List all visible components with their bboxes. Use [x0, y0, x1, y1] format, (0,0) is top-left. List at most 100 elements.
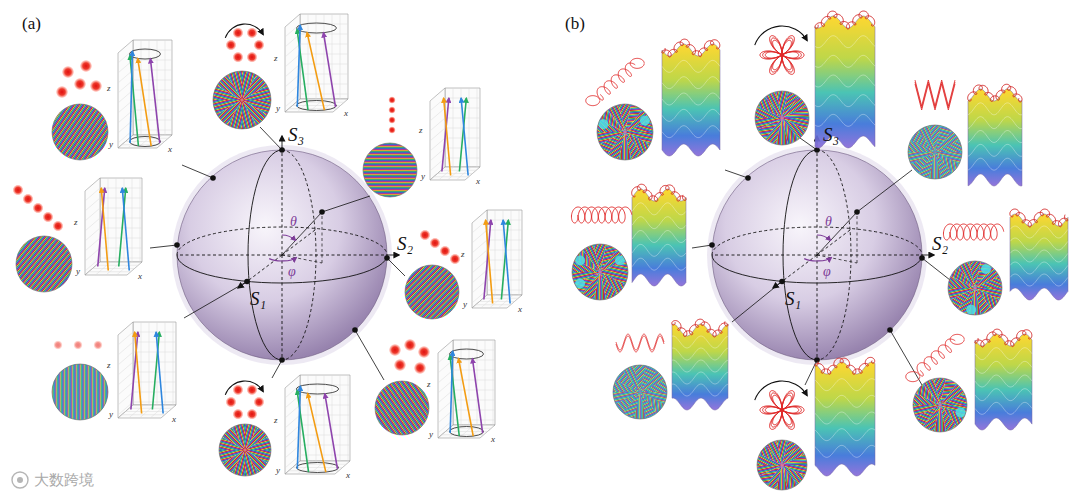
- trajectory: [760, 36, 804, 75]
- leader-line: [725, 170, 748, 178]
- axis-letter: z: [461, 249, 465, 259]
- state-dot: [709, 242, 715, 248]
- phase-disc: [52, 104, 108, 160]
- phase-disc: [757, 440, 807, 490]
- state-dot: [814, 357, 820, 363]
- leader-line: [322, 196, 370, 212]
- trajectory: [915, 84, 955, 110]
- state-dot: [174, 242, 180, 248]
- rotation-arrow: [225, 24, 263, 38]
- leader-line: [272, 360, 282, 378]
- beam-surface: [632, 184, 686, 286]
- intensity-spots: [12, 184, 63, 231]
- phase-disc: [16, 236, 72, 292]
- axis-letter: z: [419, 125, 423, 135]
- state-dot: [210, 175, 216, 181]
- stokes-axis-label: S₃: [288, 124, 304, 146]
- state-dot: [887, 327, 893, 333]
- axis-letter: x: [168, 144, 172, 154]
- axis-letter: y: [109, 409, 113, 419]
- trajectory: [597, 63, 635, 100]
- rotation-arrow: [755, 381, 807, 400]
- trajectory: [760, 391, 804, 430]
- axis-letter: z: [74, 217, 78, 227]
- trajectory: [630, 58, 644, 68]
- phase-disc: [913, 378, 967, 432]
- axis-letter: x: [344, 108, 348, 118]
- ray-box: [285, 14, 348, 112]
- trajectory: [943, 224, 1003, 240]
- axis-letter: x: [138, 271, 142, 281]
- intensity-spots: [225, 27, 264, 62]
- trajectory: [616, 336, 664, 352]
- axis-letter: y: [421, 171, 425, 181]
- axis-letter: x: [518, 304, 522, 314]
- phase-disc: [52, 364, 108, 420]
- phase-disc: [755, 91, 809, 145]
- phase-disc: [572, 244, 628, 300]
- trajectory: [765, 395, 798, 424]
- axis-letter: z: [427, 379, 431, 389]
- beam-surface: [1010, 209, 1068, 300]
- ray-box: [430, 88, 480, 180]
- phase-disc: [908, 125, 962, 179]
- beam-surface: [662, 39, 720, 156]
- intensity-spots: [419, 229, 460, 264]
- panel-letter: (b): [565, 14, 585, 34]
- axis-letter: z: [274, 415, 278, 425]
- leader-line: [150, 245, 177, 248]
- stokes-axis-label: S₁: [785, 288, 801, 310]
- leader-line: [800, 138, 817, 150]
- leader-line: [387, 258, 405, 276]
- angle-label: θ: [825, 214, 832, 230]
- phase-disc: [219, 424, 271, 476]
- ray-box: [85, 178, 142, 275]
- beam-surface: [968, 84, 1022, 186]
- state-dot: [745, 175, 751, 181]
- intensity-spots: [53, 340, 103, 350]
- state-dot: [919, 255, 925, 261]
- watermark-logo: [12, 472, 28, 488]
- intensity-spots: [225, 384, 264, 419]
- leader-line: [857, 170, 912, 212]
- state-dot: [384, 255, 390, 261]
- axis-letter: y: [276, 465, 280, 475]
- trajectory: [915, 80, 955, 106]
- intensity-spots: [56, 60, 103, 99]
- leader-line: [732, 282, 782, 323]
- axis-letter: y: [109, 139, 113, 149]
- phase-disc: [597, 104, 653, 160]
- axis-letter: z: [107, 83, 111, 93]
- ray-box: [438, 340, 495, 438]
- axis-letter: y: [276, 103, 280, 113]
- intensity-spots: [389, 339, 431, 375]
- trajectory: [763, 393, 802, 427]
- leader-line: [692, 245, 712, 248]
- axis-letter: z: [274, 53, 278, 63]
- angle-label: φ: [288, 264, 296, 280]
- state-dot: [279, 357, 285, 363]
- axis-letter: z: [107, 360, 111, 370]
- state-dot: [854, 209, 860, 215]
- beam-surface: [975, 329, 1032, 430]
- stokes-axis-label: S₂: [932, 233, 948, 255]
- phase-disc: [363, 143, 417, 197]
- state-dot: [279, 147, 285, 153]
- ray-box: [118, 40, 172, 148]
- axis-letter: y: [463, 299, 467, 309]
- panel-letter: (a): [22, 14, 41, 34]
- leader-line: [922, 258, 950, 280]
- beam-surface: [815, 11, 875, 148]
- beam-surface: [672, 319, 728, 410]
- trajectory: [765, 40, 798, 69]
- angle-label: θ: [290, 214, 297, 230]
- state-dot: [244, 279, 250, 285]
- axis-letter: y: [76, 266, 80, 276]
- axis-letter: x: [491, 434, 495, 444]
- rotation-arrow: [225, 381, 263, 395]
- axis-letter: x: [346, 470, 350, 480]
- phase-disc: [213, 71, 271, 129]
- intensity-spots: [388, 96, 396, 134]
- state-dot: [352, 327, 358, 333]
